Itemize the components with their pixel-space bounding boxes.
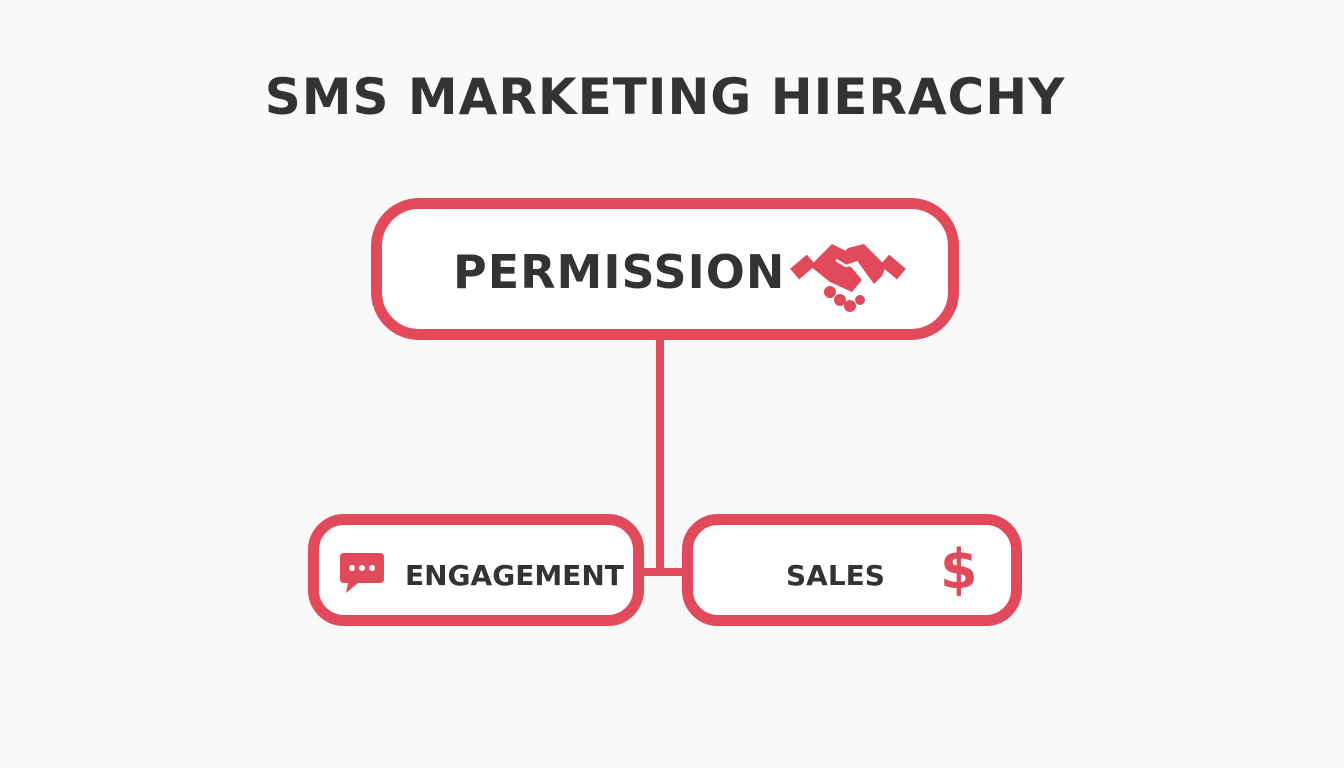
node-permission-label: PERMISSION: [453, 245, 786, 299]
node-sales-label: SALES: [786, 559, 885, 592]
dollar-icon: $: [940, 538, 978, 601]
node-permission: PERMISSION: [371, 198, 959, 340]
diagram-title: SMS MARKETING HIERACHY: [264, 68, 1066, 126]
node-engagement-label: ENGAGEMENT: [405, 559, 624, 592]
chat-bubble-icon: [338, 551, 386, 599]
handshake-icon: [790, 226, 906, 320]
node-engagement: ENGAGEMENT: [308, 514, 644, 626]
node-sales: SALES $: [682, 514, 1022, 626]
